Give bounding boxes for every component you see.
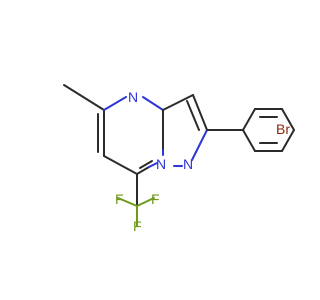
bond-n-c	[142, 96, 164, 111]
atom-label-n: N	[156, 156, 166, 172]
bond-c-c	[136, 166, 150, 175]
bond-c-n	[103, 96, 127, 111]
bond-c-c	[103, 155, 138, 175]
bond-c-f	[117, 197, 138, 207]
molecule-structure: N N N Br F F F	[63, 84, 295, 234]
bond-c-c	[186, 100, 200, 131]
atom-label-n: N	[128, 89, 138, 105]
atom-label-f: F	[133, 218, 142, 234]
bond-c-c	[139, 160, 153, 169]
bond-c-c	[281, 129, 295, 152]
bond-c-n	[191, 129, 208, 161]
bond-c-c	[63, 84, 105, 111]
bond-c-c	[281, 108, 295, 131]
atom-label-f: F	[151, 191, 160, 207]
bond-c-c	[242, 129, 256, 152]
bond-c-c	[242, 108, 256, 131]
atom-label-br: Br	[276, 121, 290, 137]
bond-c-c	[192, 94, 208, 131]
bond-c-f	[136, 197, 155, 207]
atom-label-f: F	[115, 191, 124, 207]
bond-c-n	[148, 162, 158, 168]
bond-c-c	[162, 94, 194, 111]
atom-label-n: N	[183, 156, 193, 172]
structure-canvas: N N N Br F F F	[63, 84, 295, 234]
